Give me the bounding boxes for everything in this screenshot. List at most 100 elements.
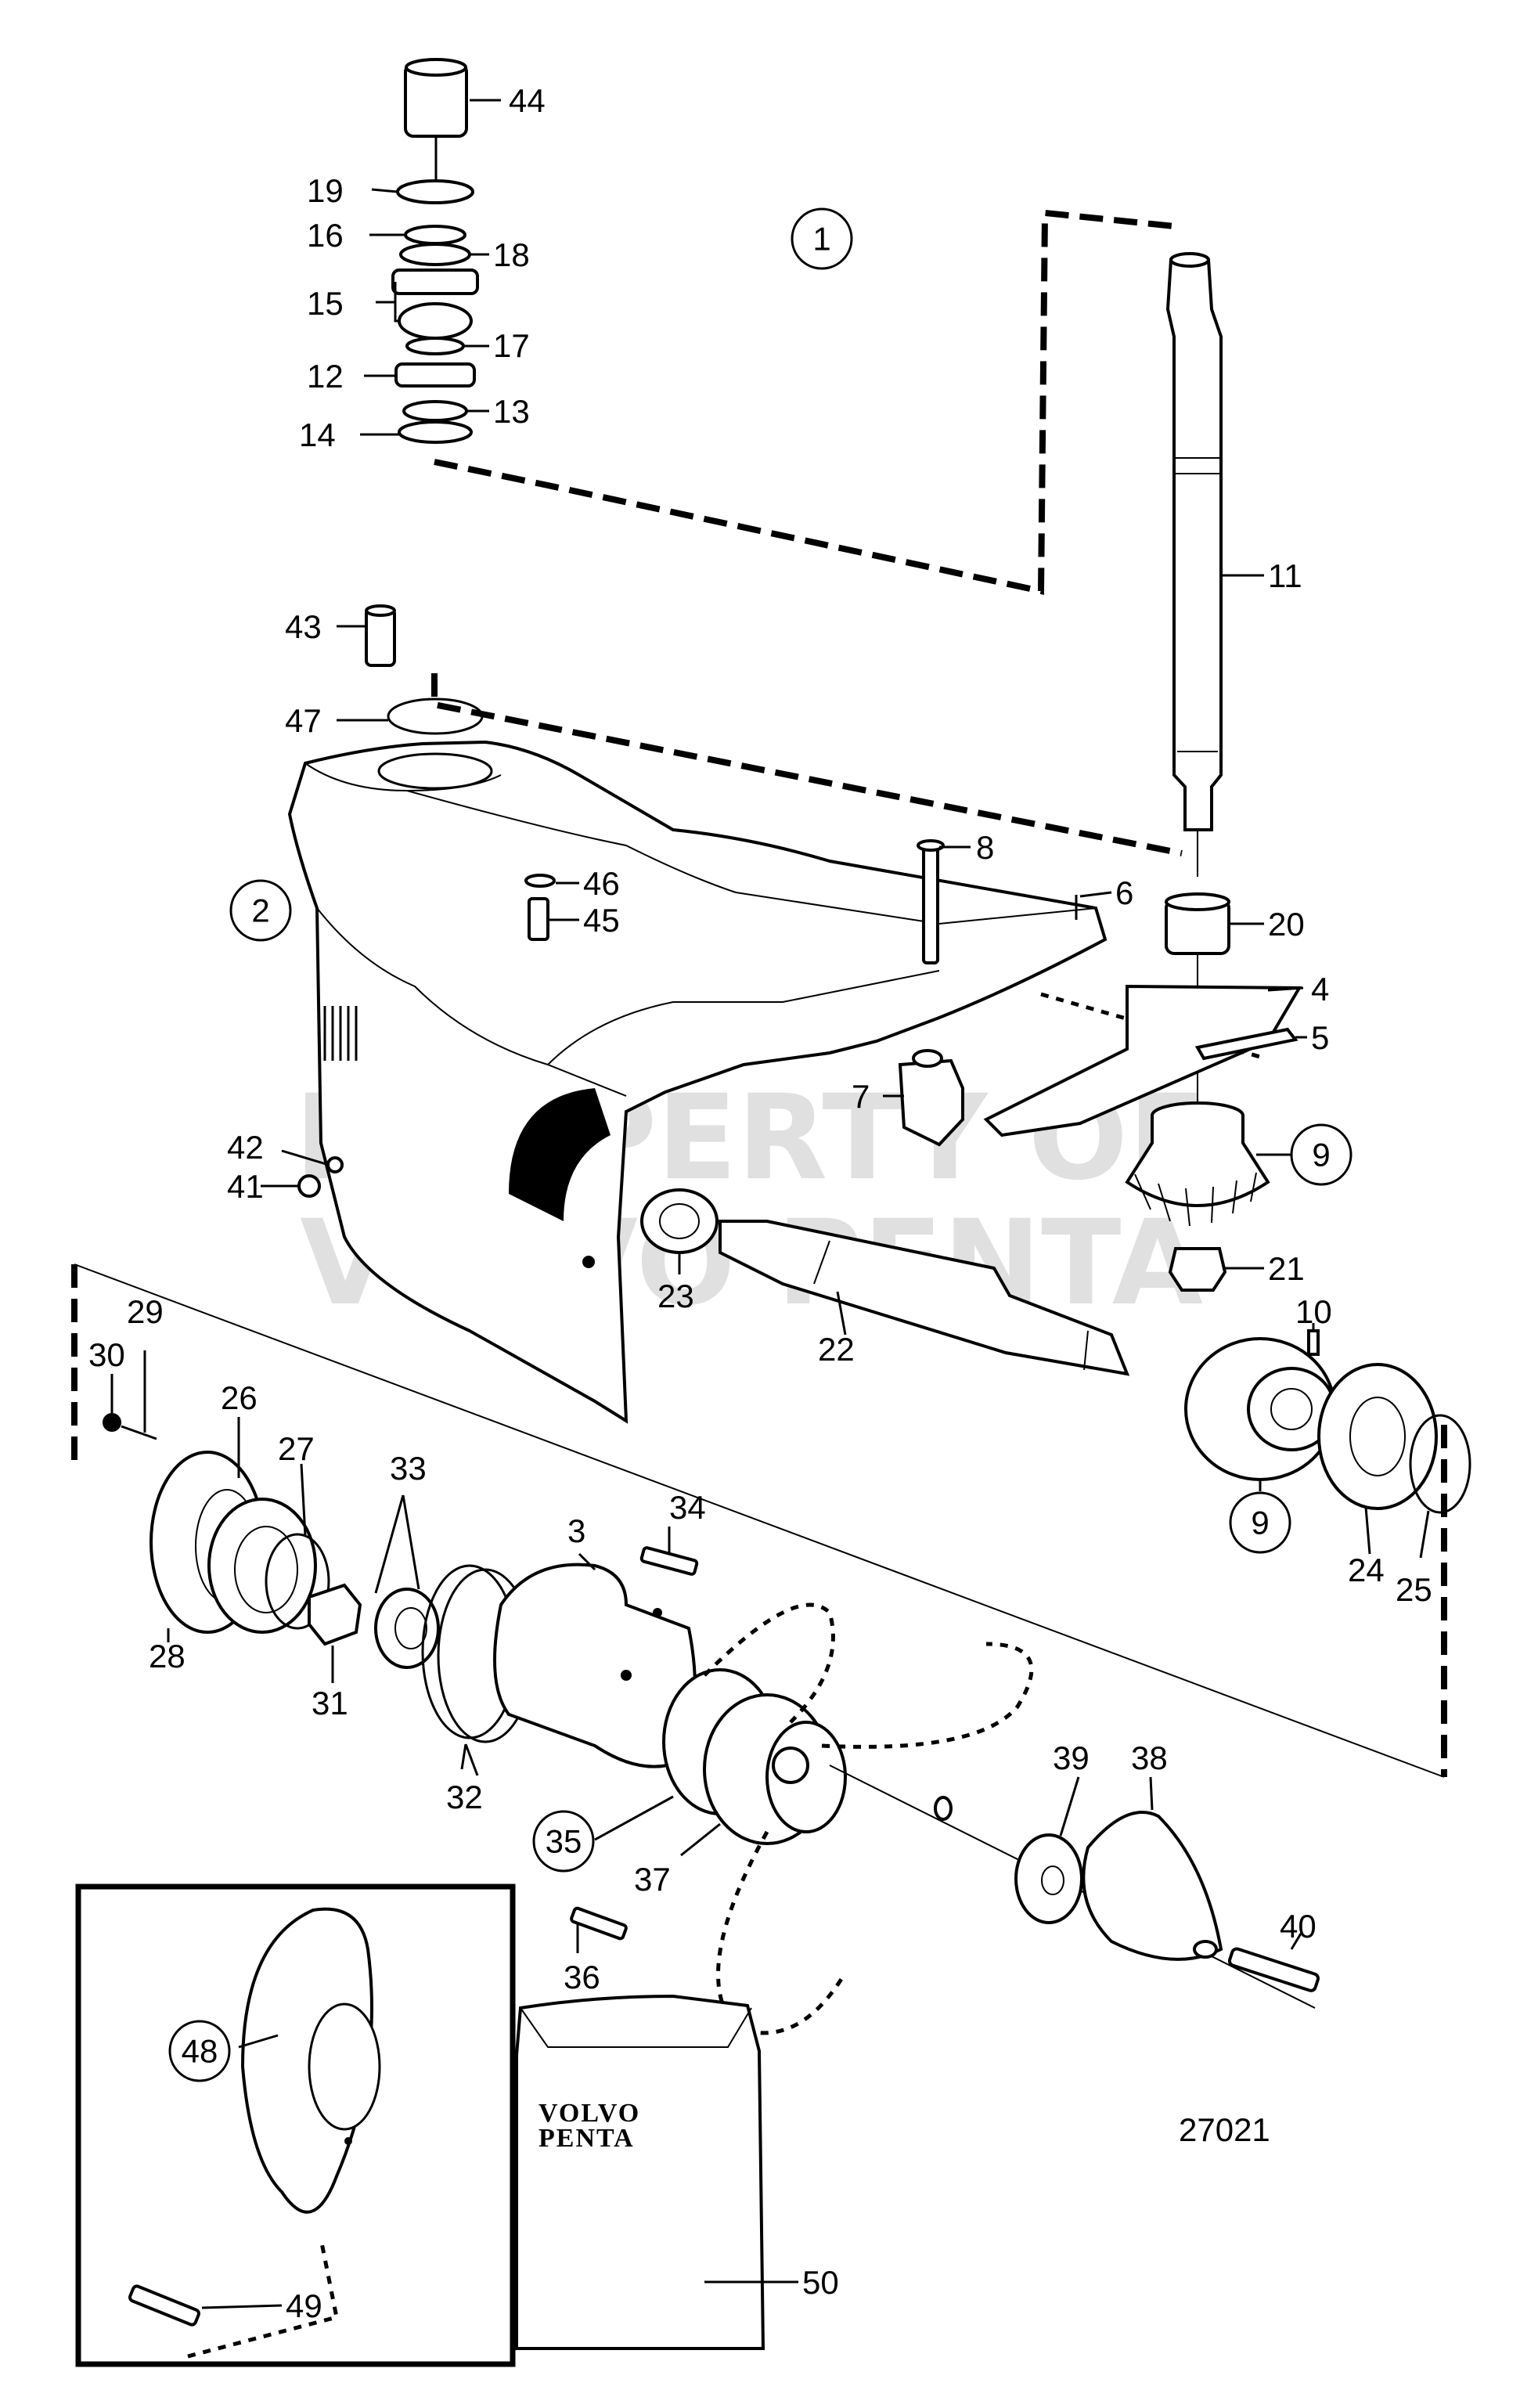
part-43-pin bbox=[365, 604, 396, 667]
part-20-bearing bbox=[1165, 892, 1230, 1112]
label-47: 47 bbox=[285, 702, 322, 739]
part-5-shim bbox=[1194, 1027, 1298, 1061]
part-27-seal-ring bbox=[265, 1533, 330, 1630]
label-24: 24 bbox=[1348, 1552, 1385, 1588]
label-7: 7 bbox=[852, 1078, 870, 1115]
label-38: 38 bbox=[1131, 1739, 1168, 1776]
label-15: 15 bbox=[307, 285, 344, 322]
label-42: 42 bbox=[227, 1129, 264, 1166]
dashed-line-anode-screw bbox=[187, 2238, 339, 2359]
part-22-propeller-shaft bbox=[719, 1220, 1130, 1376]
label-12: 12 bbox=[307, 358, 344, 395]
part-29-stud bbox=[121, 1425, 157, 1440]
callout-circle-48 bbox=[168, 2020, 231, 2082]
brand-line1: VOLVO bbox=[538, 2099, 640, 2128]
propeller-shaft-end bbox=[934, 1796, 953, 1821]
label-17: 17 bbox=[493, 327, 530, 364]
label-11: 11 bbox=[1268, 557, 1302, 594]
label-4: 4 bbox=[1311, 971, 1329, 1008]
diagram-id: 27021 bbox=[1179, 2111, 1270, 2148]
label-46: 46 bbox=[583, 865, 620, 902]
label-48: 48 bbox=[182, 2033, 218, 2070]
dashed-line-bearing-to-shaft bbox=[434, 209, 1183, 595]
label-16: 16 bbox=[307, 217, 344, 254]
part-34-screw bbox=[639, 1546, 699, 1576]
label-1: 1 bbox=[812, 221, 830, 258]
part-9-forward-gear bbox=[1184, 1337, 1336, 1481]
label-32: 32 bbox=[446, 1779, 483, 1815]
part-10-pin bbox=[1307, 1329, 1320, 1356]
part-24-thrust-washer bbox=[1317, 1363, 1438, 1510]
callout-circle-1 bbox=[791, 207, 853, 270]
label-30: 30 bbox=[88, 1336, 125, 1373]
label-43: 43 bbox=[285, 608, 322, 645]
label-23: 23 bbox=[657, 1278, 694, 1314]
part-17-ring bbox=[405, 337, 465, 355]
part-16-shim bbox=[404, 225, 466, 245]
part-46-washer bbox=[524, 874, 556, 888]
part-11-vertical-driveshaft bbox=[1165, 252, 1223, 877]
label-33: 33 bbox=[390, 1450, 427, 1487]
label-3: 3 bbox=[567, 1512, 585, 1549]
label-10: 10 bbox=[1295, 1293, 1332, 1330]
part-9-pinion-gear bbox=[1125, 1101, 1270, 1227]
label-21: 21 bbox=[1268, 1250, 1305, 1287]
label-9-upper: 9 bbox=[1312, 1137, 1330, 1173]
label-28: 28 bbox=[149, 1638, 185, 1674]
part-7-trim-tab bbox=[898, 1049, 964, 1147]
part-39-washer bbox=[1014, 1833, 1083, 1924]
label-44: 44 bbox=[509, 82, 546, 119]
part-40-bolt bbox=[1227, 1947, 1320, 1992]
label-9-lower: 9 bbox=[1251, 1505, 1269, 1541]
part-2-gear-housing bbox=[287, 740, 1108, 1424]
label-5: 5 bbox=[1311, 1019, 1329, 1056]
part-33-bearing bbox=[374, 1588, 440, 1669]
part-4-plate bbox=[983, 984, 1302, 1137]
label-13: 13 bbox=[493, 393, 530, 430]
part-labels: 44 19 16 18 15 17 12 13 14 11 43 47 8 6 … bbox=[88, 82, 1432, 2324]
circled-callouts: 1 2 9 9 35 48 bbox=[168, 207, 1353, 2082]
label-41: 41 bbox=[227, 1168, 264, 1205]
label-31: 31 bbox=[312, 1685, 348, 1721]
label-50: 50 bbox=[802, 2264, 839, 2301]
label-29: 29 bbox=[127, 1293, 164, 1330]
part-31-nut bbox=[308, 1583, 362, 1646]
propeller-shaft-axis-frame bbox=[74, 1263, 1445, 1778]
part-30-nut bbox=[103, 1413, 121, 1432]
part-23-bearing bbox=[640, 1188, 719, 1254]
part-47-o-ring bbox=[387, 698, 484, 735]
part-49-screw bbox=[128, 2284, 200, 2327]
callout-circle-9-upper bbox=[1290, 1123, 1353, 1186]
part-14-ring bbox=[398, 420, 473, 444]
leader-lines bbox=[110, 99, 1430, 2309]
part-50-kit-package: VOLVO PENTA bbox=[515, 1994, 765, 2350]
label-19: 19 bbox=[307, 172, 344, 209]
part-21-nut bbox=[1168, 1247, 1227, 1292]
part-25-retaining-ring bbox=[1409, 1414, 1471, 1514]
label-35: 35 bbox=[546, 1823, 582, 1860]
part-12-bearing bbox=[394, 362, 476, 388]
part-15-bearing-cone bbox=[398, 302, 473, 340]
part-19-nut-ring bbox=[396, 179, 474, 204]
callout-circle-9-lower bbox=[1229, 1491, 1291, 1554]
part-42-washer bbox=[326, 1156, 344, 1173]
label-45: 45 bbox=[583, 902, 620, 939]
part-48-anode bbox=[240, 1907, 373, 2214]
label-2: 2 bbox=[251, 892, 269, 929]
part-13-shim bbox=[402, 400, 468, 422]
label-25: 25 bbox=[1396, 1571, 1432, 1608]
label-22: 22 bbox=[818, 1331, 855, 1368]
part-41-nut bbox=[297, 1174, 321, 1198]
label-20: 20 bbox=[1268, 906, 1305, 943]
part-15-bearing-cup bbox=[391, 269, 479, 295]
part-45-screw bbox=[528, 897, 549, 941]
part-26-sleeve bbox=[207, 1498, 317, 1634]
anode-inset-box bbox=[75, 1884, 516, 2367]
label-27: 27 bbox=[278, 1430, 315, 1467]
part-35-propeller-hub bbox=[662, 1668, 847, 1845]
label-18: 18 bbox=[493, 236, 530, 273]
label-6: 6 bbox=[1115, 874, 1133, 911]
label-26: 26 bbox=[221, 1379, 258, 1416]
